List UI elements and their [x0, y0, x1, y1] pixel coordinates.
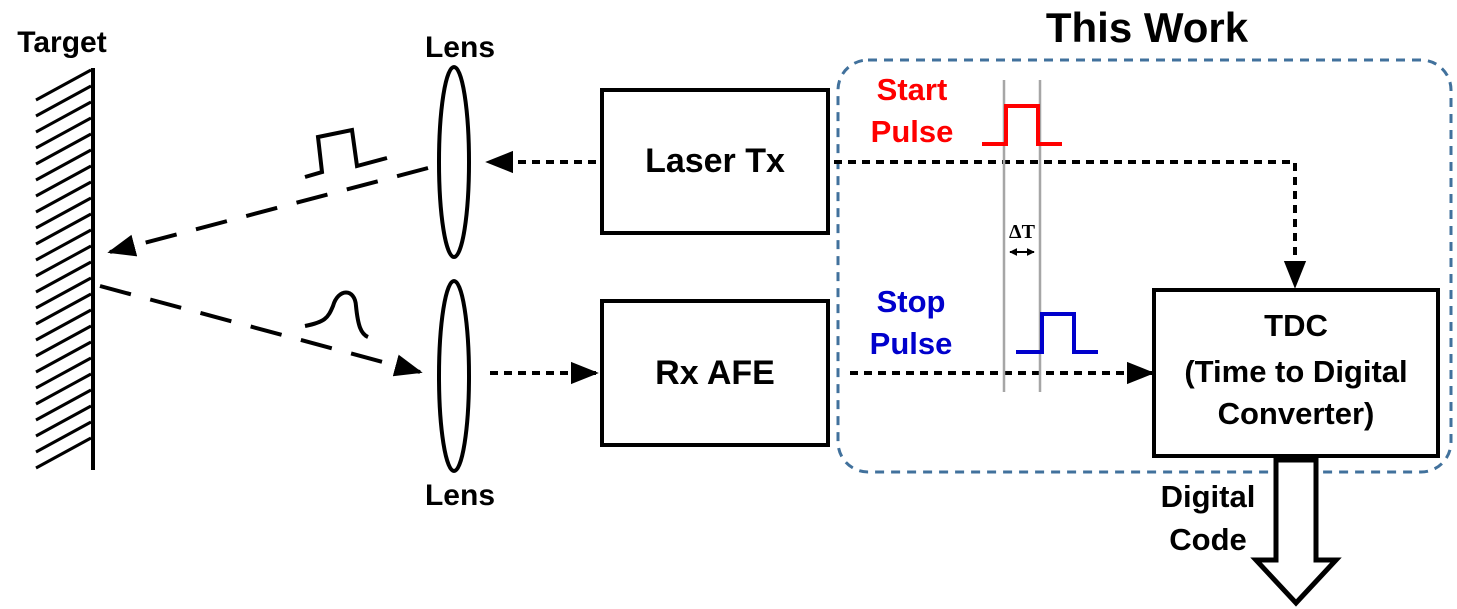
lens-bottom-label: Lens — [425, 479, 495, 512]
target-hatch-mark — [35, 276, 92, 310]
target-hatch-mark — [35, 228, 92, 262]
rx-afe-label: Rx AFE — [655, 354, 775, 392]
target-hatch-mark — [35, 196, 92, 230]
stop-pulse-label-line2: Pulse — [870, 326, 953, 361]
stop-pulse-label-line1: Stop — [877, 284, 946, 319]
target-hatch-mark — [35, 388, 92, 422]
target-hatch-mark — [35, 436, 92, 470]
lens-top — [437, 65, 471, 259]
start-pulse-label-line2: Pulse — [871, 114, 954, 149]
start-pulse-label-line1: Start — [877, 72, 948, 107]
digital-code-output-arrow — [1250, 457, 1342, 607]
target-hatch-mark — [35, 212, 92, 246]
target-hatch-mark — [35, 324, 92, 358]
lens-bottom — [437, 279, 471, 473]
target-hatch-mark — [35, 164, 92, 198]
lens-top-label: Lens — [425, 31, 495, 64]
this-work-region — [836, 58, 1453, 474]
start-signal-path — [834, 160, 1307, 289]
return-pulse-shape — [304, 290, 369, 339]
digital-code-label-line2: Code — [1169, 522, 1247, 557]
target-hatch-mark — [35, 356, 92, 390]
tdc-label-line3: Converter) — [1218, 396, 1375, 431]
target-hatch-mark — [35, 260, 92, 294]
transmit-pulse-shape — [304, 127, 388, 179]
transmit-beam — [107, 166, 429, 257]
target-wall — [35, 68, 95, 470]
target-hatch-mark — [35, 148, 92, 182]
target-hatch-mark — [35, 100, 92, 134]
rx-afe-block — [600, 299, 830, 447]
tdc-block — [1152, 288, 1440, 458]
this-work-title: This Work — [1046, 4, 1249, 51]
laser-tx-block — [600, 88, 830, 235]
target-hatch-mark — [35, 340, 92, 374]
target-hatch-mark — [35, 68, 92, 102]
tdc-label-line1: TDC — [1264, 308, 1328, 343]
target-hatch-mark — [35, 420, 92, 454]
laser-tx-label: Laser Tx — [645, 142, 785, 180]
target-hatch-mark — [35, 372, 92, 406]
target-hatch-mark — [35, 404, 92, 438]
target-hatch-mark — [35, 132, 92, 166]
target-hatch-mark — [35, 84, 92, 118]
target-label: Target — [17, 26, 106, 59]
target-hatch-mark — [35, 244, 92, 278]
delta-t-label: ΔT — [1009, 221, 1036, 243]
target-hatch-mark — [35, 292, 92, 326]
start-pulse-waveform — [982, 104, 1062, 146]
target-hatch-mark — [35, 308, 92, 342]
target-hatch-mark — [35, 180, 92, 214]
return-beam — [99, 284, 423, 377]
tdc-label-line2: (Time to Digital — [1184, 354, 1407, 389]
stop-pulse-waveform — [1016, 312, 1098, 354]
digital-code-label-line1: Digital — [1161, 479, 1256, 514]
target-hatch-mark — [35, 116, 92, 150]
